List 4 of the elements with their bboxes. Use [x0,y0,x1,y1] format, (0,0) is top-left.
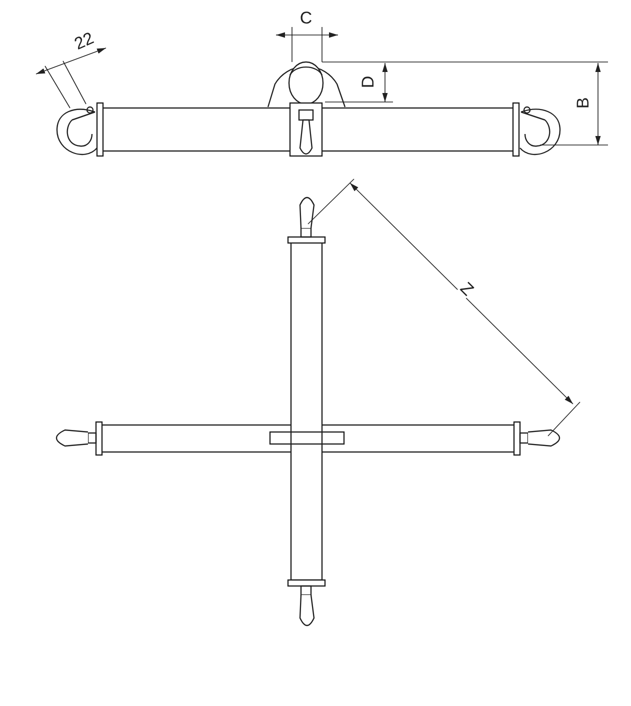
dimension-label: Z [456,278,478,300]
dimension-label: C [298,10,314,26]
dimension-label: D [360,74,376,90]
dimension-label: B [574,96,592,110]
